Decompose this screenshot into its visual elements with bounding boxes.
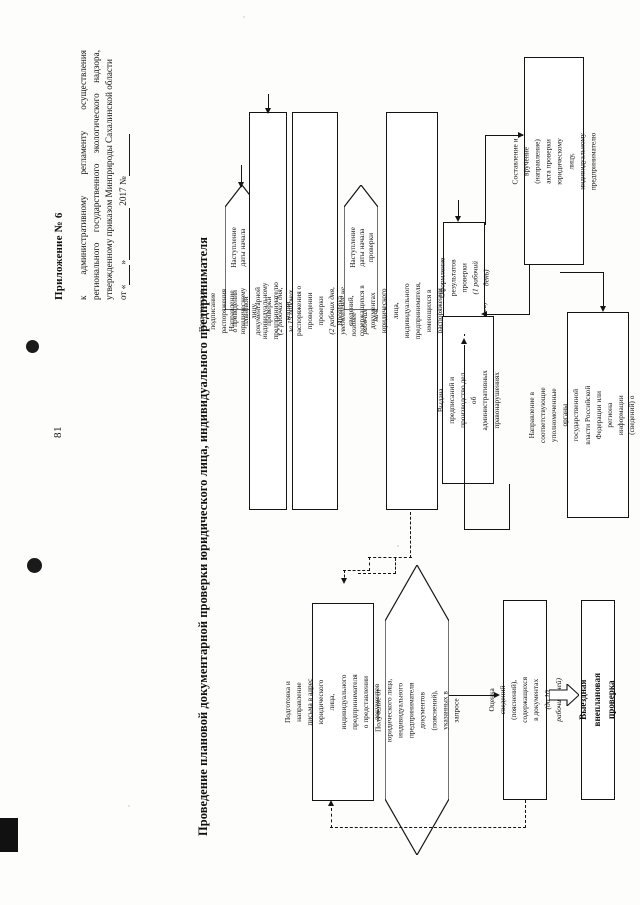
block-arrow-n12-n13	[549, 684, 579, 706]
connector-return-to-results	[464, 345, 466, 530]
arrowhead-n5-n6	[455, 216, 461, 222]
connector-n7-n8-h	[484, 314, 530, 316]
date-day-blank	[128, 264, 130, 285]
header-line-3: утвержденному приказом Минприроды Сахали…	[103, 59, 114, 300]
arrowhead-return-to-results	[461, 338, 467, 344]
date-number-blank	[128, 134, 130, 177]
arrowhead-n12-n10	[328, 800, 334, 806]
scan-noise	[243, 16, 245, 18]
node-unscheduled-on-site-inspection[interactable]: Выездная внеплановая проверка	[578, 600, 616, 800]
node-prepare-and-sign-order[interactable]: Подготовка и подписание распоряжения о п…	[197, 112, 339, 510]
connector-n5-n10-dash-h	[368, 557, 412, 558]
connector-dash-branch-v	[395, 558, 396, 574]
header-line-2: регионального государственного экологиче…	[90, 50, 101, 300]
node-note: (1 рабочий день)	[470, 261, 491, 295]
connector-n5-n10-dash-h2	[343, 570, 370, 571]
arrowhead-n7-n9	[600, 306, 606, 312]
node-draw-up-and-deliver-act[interactable]: Составление и вручение (направление) акт…	[511, 57, 597, 265]
connector-n12-n10-dash-v	[525, 800, 526, 828]
header-date-line: от « » 2017 №	[117, 50, 130, 300]
node-label: Составление и вручение (направление) акт…	[510, 132, 598, 190]
connector-n6-n7-v	[485, 135, 487, 225]
node-issue-orders-and-proceedings[interactable]: Выдача предписаний и производство дел об…	[436, 316, 500, 484]
node-label: Направление в соответствующие уполномоче…	[526, 385, 640, 445]
connector-n2-n3	[268, 94, 270, 112]
arrowhead-n2-n3	[265, 108, 271, 114]
connector-n1-n2	[241, 165, 243, 187]
node-label: Оформление результатов проверки	[437, 257, 469, 299]
node-label: Выдача предписаний и производство дел об…	[435, 369, 501, 431]
arrowhead-n11-n12	[494, 692, 500, 698]
page-number: 81	[52, 426, 64, 438]
node-label: Наступление даты начала проверки	[347, 227, 375, 268]
connector-feedback-riser	[464, 334, 466, 336]
node-formalize-inspection-results[interactable]: Оформление результатов проверки (1 рабоч…	[437, 222, 491, 334]
connector-return-drop	[509, 484, 511, 530]
arrowhead-n1-n2	[238, 182, 244, 188]
appendix-header: Приложение № 6 к административному регла…	[52, 50, 130, 300]
header-date-prefix: от «	[117, 284, 128, 300]
node-arrival-of-start-date-2[interactable]: Наступление даты начала проверки	[344, 185, 378, 310]
header-date-year: 2017 №	[117, 176, 128, 206]
arrowhead-n6-n7	[518, 132, 524, 138]
connector-dash-branch-h	[358, 573, 396, 574]
connector-n11-n12	[449, 695, 497, 697]
scan-speck	[27, 558, 42, 573]
scan-speck	[26, 340, 39, 353]
node-label: Оценка сведений (пояснений), содержащихс…	[487, 677, 541, 723]
arrowhead-n5-n10	[341, 578, 347, 584]
scan-edge-mark	[0, 818, 18, 852]
connector-n12-n10-dash-riser	[331, 808, 332, 828]
node-assess-information[interactable]: Оценка сведений (пояснений), содержащихс…	[487, 600, 563, 800]
connector-n7-n9-h	[560, 272, 604, 274]
node-label: Получение от юридического лица, индивиду…	[373, 678, 461, 742]
node-text-block: Выездная внеплановая проверка	[577, 673, 618, 727]
connector-n5-n10-dash-v2	[369, 557, 370, 571]
header-date-mid: »	[117, 260, 128, 265]
appendix-title: Приложение № 6	[53, 212, 65, 300]
node-label: Выездная внеплановая проверка	[578, 673, 616, 727]
node-text-block: Направление в соответствующие уполномоче…	[526, 385, 640, 445]
connector-n5-n10-dash-v	[410, 512, 411, 558]
scan-noise	[397, 545, 399, 547]
connector-n7-n9-v	[603, 272, 605, 310]
connector-n5-n6	[458, 200, 460, 220]
arrowhead-n7-n8	[481, 311, 487, 317]
connector-n5-n10-dash-v3	[344, 570, 345, 582]
date-month-blank	[128, 208, 130, 261]
node-receipt-of-documents[interactable]: Получение от юридического лица, индивиду…	[374, 565, 460, 855]
connector-n12-n10-dash-h	[330, 827, 526, 828]
scan-noise	[128, 805, 130, 807]
connector-return-base	[464, 529, 510, 531]
node-text-block: Составление и вручение (направление) акт…	[510, 132, 599, 190]
node-send-copy-of-order[interactable]: Направление юридическому лицу, индивидуа…	[227, 112, 403, 510]
node-check-information-in-documents[interactable]: Проверка сведений, содержащихся в докуме…	[335, 112, 489, 510]
node-label: Направление юридическому лицу, индивидуа…	[227, 282, 326, 340]
header-line-1: к административному регламенту осуществл…	[77, 50, 88, 300]
node-text-block: Оформление результатов проверки (1 рабоч…	[436, 258, 492, 298]
connector-n6-n7-h	[485, 135, 523, 137]
node-prepare-and-send-letter[interactable]: Подготовка и направление письма в адрес …	[283, 603, 403, 801]
connector-n7-n8-v	[529, 265, 531, 315]
node-text-block: Выдача предписаний и производство дел об…	[435, 370, 502, 430]
node-send-information-to-authorities[interactable]: Направление в соответствующие уполномоче…	[527, 312, 640, 518]
